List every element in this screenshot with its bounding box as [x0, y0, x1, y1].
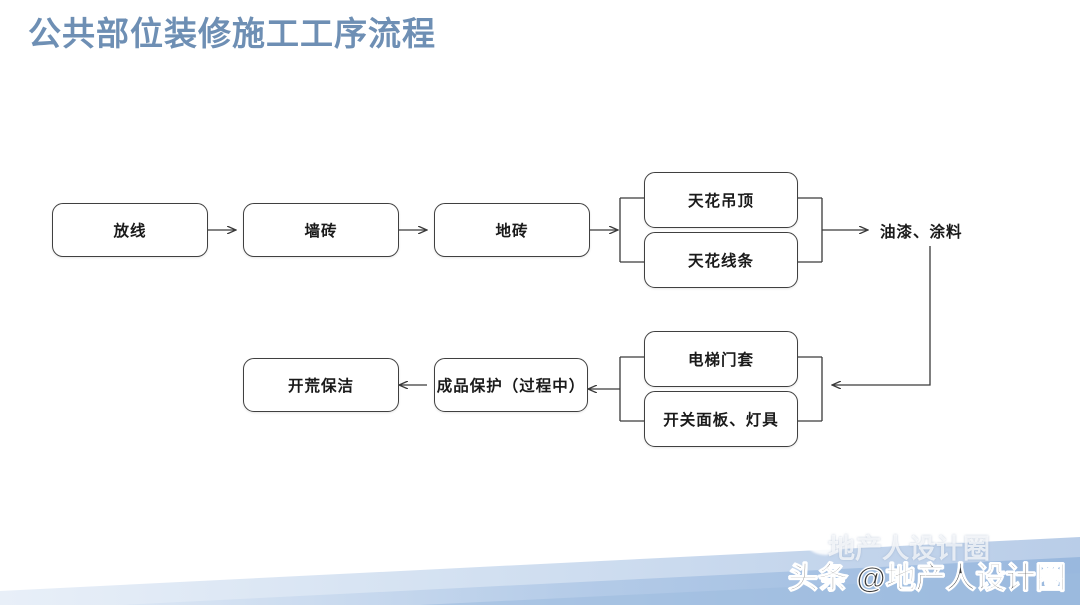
- node-kaihuang-baojie[interactable]: 开荒保洁: [243, 358, 399, 412]
- bracket-row2-right: [796, 356, 823, 422]
- node-chengpin-baohu-label: 成品保护（过程中）: [436, 378, 586, 395]
- node-youqi-tuliao: 油漆、涂料: [880, 220, 963, 242]
- node-chengpin-baohu[interactable]: 成品保护（过程中）: [434, 358, 588, 412]
- node-dizhuan-label: 地砖: [495, 223, 529, 240]
- node-fangxian-label: 放线: [113, 223, 147, 240]
- node-tianhua-diaoding-label: 天花吊顶: [687, 193, 754, 210]
- connector-paint-to-row2: [832, 246, 931, 385]
- bracket-ceiling-left: [619, 197, 646, 263]
- node-dianti-mentao[interactable]: 电梯门套: [644, 331, 798, 387]
- node-dianti-mentao-label: 电梯门套: [687, 352, 754, 369]
- page-title: 公共部位装修施工工序流程: [28, 15, 436, 52]
- bracket-row2-left: [619, 356, 646, 422]
- node-tianhua-xiantiao-label: 天花线条: [687, 253, 754, 270]
- node-fangxian[interactable]: 放线: [52, 203, 208, 257]
- node-kaiguan-mianban-dengju-label: 开关面板、灯具: [663, 412, 779, 429]
- node-tianhua-diaoding[interactable]: 天花吊顶: [644, 172, 798, 228]
- bracket-ceiling-right: [796, 197, 823, 263]
- node-tianhua-xiantiao[interactable]: 天花线条: [644, 232, 798, 288]
- node-youqi-tuliao-label: 油漆、涂料: [880, 224, 963, 241]
- node-kaiguan-mianban-dengju[interactable]: 开关面板、灯具: [644, 391, 798, 447]
- node-kaihuang-baojie-label: 开荒保洁: [287, 378, 354, 395]
- node-dizhuan[interactable]: 地砖: [434, 203, 590, 257]
- node-qiangzhuan-label: 墙砖: [304, 223, 338, 240]
- node-qiangzhuan[interactable]: 墙砖: [243, 203, 399, 257]
